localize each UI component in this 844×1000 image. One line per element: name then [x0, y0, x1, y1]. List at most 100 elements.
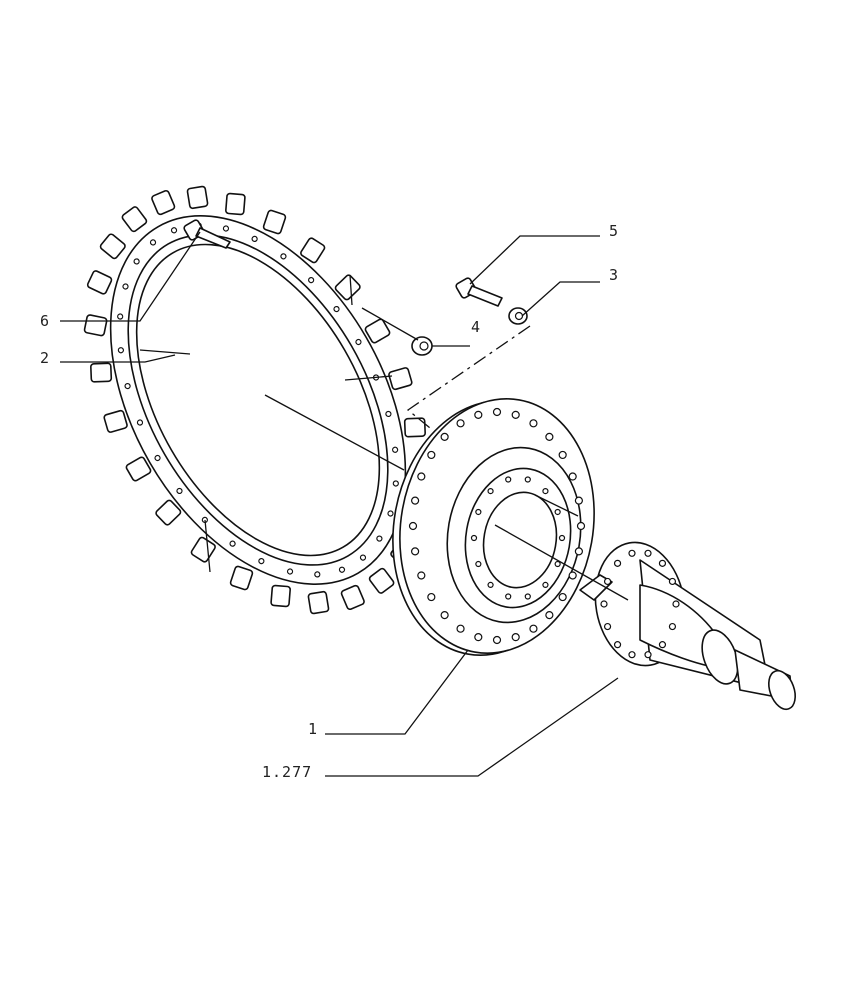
- bolt-hole: [117, 347, 124, 354]
- bolt-hole: [542, 581, 549, 589]
- bolt-hole: [644, 651, 652, 659]
- bolt-hole: [133, 258, 140, 265]
- bolt-hole: [456, 624, 465, 633]
- sprocket-tooth: [334, 274, 361, 301]
- leader-line-6: [60, 231, 201, 322]
- bolt-hole: [487, 581, 494, 589]
- bolt-hole: [408, 521, 418, 531]
- bolt-hole: [136, 419, 144, 426]
- bolt-hole: [511, 633, 520, 642]
- sprocket-tooth: [155, 499, 182, 526]
- axis-line: [264, 394, 405, 471]
- bolt-hole: [258, 557, 265, 565]
- sprocket-tooth: [121, 206, 148, 233]
- bolt-hole: [545, 432, 554, 441]
- bolt-hole: [427, 592, 436, 602]
- bolt-hole: [492, 635, 502, 645]
- bolt-hole: [308, 276, 315, 284]
- leader-line-1: [325, 649, 469, 735]
- bolt-hole: [475, 508, 482, 516]
- sprocket-tooth: [270, 584, 291, 608]
- label-item-6: 6: [40, 312, 50, 330]
- label-item-1277: 1.277: [262, 763, 312, 781]
- label-item-4: 4: [471, 318, 481, 336]
- bolt-hole: [574, 547, 583, 556]
- bolt-hole: [338, 566, 346, 573]
- bolt-hole: [286, 568, 294, 575]
- sprocket-tooth: [262, 209, 287, 235]
- bolt-hole: [176, 487, 183, 495]
- sprocket-tooth: [99, 233, 126, 260]
- label-item-5: 5: [609, 222, 619, 240]
- bolt-hole: [314, 571, 321, 578]
- sprocket-tooth: [190, 536, 216, 563]
- bolt-hole: [511, 410, 520, 419]
- bolt-hole: [603, 622, 612, 631]
- sprocket-tooth: [151, 189, 176, 216]
- sprocket-tooth: [340, 584, 365, 611]
- sprocket-segment-icon: [83, 185, 433, 615]
- bolt-hole: [427, 450, 436, 460]
- bolt-hole: [505, 593, 512, 600]
- sprocket-tooth: [125, 456, 152, 482]
- bolt-hole: [603, 577, 612, 586]
- bolt-hole: [658, 559, 667, 567]
- bolt-icon: [455, 277, 503, 307]
- bolt-hole: [558, 534, 566, 542]
- bolt-hole: [355, 338, 362, 346]
- bolt-hole: [576, 521, 586, 531]
- washer-icon: [508, 307, 528, 325]
- bolt-hole: [251, 235, 258, 243]
- bolt-hole: [668, 622, 677, 631]
- segment-joint: [139, 349, 191, 355]
- bolt-hole: [280, 253, 287, 260]
- bolt-hole: [122, 283, 129, 290]
- bolt-hole: [554, 508, 561, 516]
- bolt-hole: [411, 547, 420, 556]
- sprocket-tooth: [90, 362, 113, 383]
- bolt-hole: [470, 534, 478, 542]
- leader-line-1277: [325, 677, 619, 777]
- sprocket-tooth: [83, 314, 108, 337]
- bolt-hole: [392, 480, 399, 487]
- bolt-hole: [392, 446, 399, 453]
- bolt-hole: [411, 496, 420, 505]
- bolt-hole: [154, 454, 161, 462]
- bolt-hole: [568, 472, 577, 481]
- bolt-hole: [505, 476, 512, 483]
- label-item-3: 3: [609, 266, 619, 284]
- sprocket-tooth: [300, 237, 326, 264]
- bolt-hole: [628, 549, 636, 557]
- bolt-hole: [574, 496, 583, 505]
- bolt-hole: [658, 641, 667, 649]
- bolt-icon: [183, 219, 231, 249]
- leader-line-3: [521, 281, 600, 317]
- bolt-hole: [417, 571, 426, 580]
- bolt-hole: [440, 611, 449, 620]
- axis-line-2: [534, 494, 579, 517]
- sprocket-tooth: [403, 417, 426, 438]
- bolt-hole: [474, 633, 483, 642]
- leader-line-5: [469, 235, 600, 285]
- bolt-hole: [558, 450, 567, 460]
- segment-joint: [344, 375, 393, 381]
- bolt-hole: [385, 410, 392, 418]
- bolt-hole: [417, 472, 426, 481]
- leader-line-4b: [361, 307, 419, 341]
- dash-dot-line: [406, 325, 531, 429]
- bolt-hole: [668, 577, 677, 586]
- bolt-hole: [628, 651, 636, 659]
- bolt-hole: [222, 225, 230, 232]
- bolt-hole: [529, 624, 538, 633]
- sprocket-tooth: [368, 567, 395, 594]
- bolt-hole: [170, 227, 178, 234]
- segment-joint: [204, 519, 211, 573]
- sprocket-tooth: [364, 318, 391, 344]
- bolt-hole: [117, 313, 124, 320]
- bolt-hole: [149, 239, 157, 246]
- bolt-hole: [124, 382, 131, 390]
- sprocket-tooth: [229, 565, 254, 591]
- sprocket-tooth: [307, 590, 330, 615]
- shaft-icon: [579, 541, 796, 711]
